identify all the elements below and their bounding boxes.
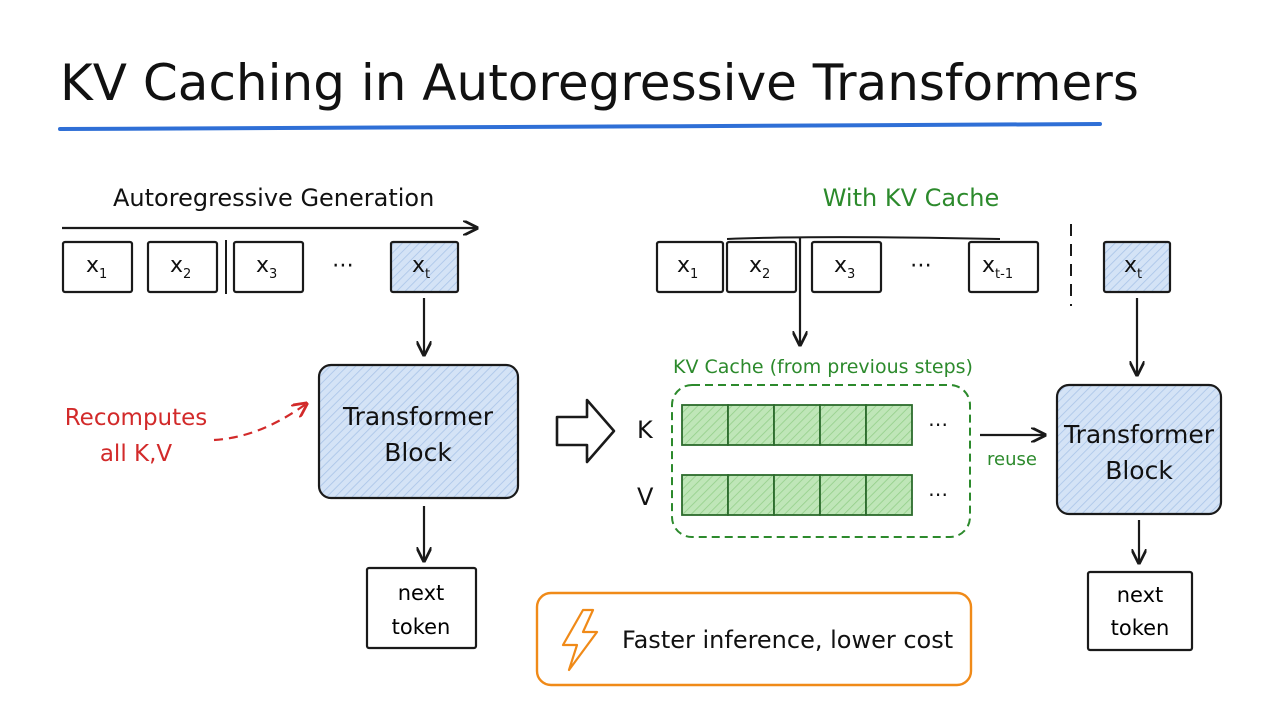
right-token-x3-label: x3 — [834, 253, 855, 282]
right-block-line2: Block — [1105, 456, 1173, 485]
page-title: KV Caching in Autoregressive Transformer… — [60, 54, 1139, 112]
left-token-x3: x3 — [232, 240, 305, 294]
left-token-x1-label: x1 — [86, 253, 107, 282]
right-token-x2-label: x2 — [749, 253, 770, 282]
right-token-x3: x3 — [810, 240, 883, 294]
right-block-line1: Transformer — [1063, 420, 1215, 449]
right-next-token-line2: token — [1111, 616, 1170, 640]
cache-label: KV Cache (from previous steps) — [673, 356, 973, 378]
title-underline — [58, 122, 1102, 131]
recompute-annotation-line2: all K,V — [100, 441, 173, 467]
k-label: K — [637, 416, 654, 444]
left-token-x2-label: x2 — [170, 253, 191, 282]
kv-cache: ⋯ ⋯ — [671, 384, 971, 538]
k-cache-row: ⋯ — [681, 404, 948, 446]
right-token-xt-label: xt — [1124, 253, 1142, 282]
right-next-token-line1: next — [1117, 583, 1164, 607]
left-next-token: next token — [365, 566, 478, 650]
right-token-xt-1: xt-1 — [967, 240, 1040, 294]
benefit-callout: Faster inference, lower cost — [535, 591, 973, 687]
left-token-sequence: x1 x2 x3 ⋯ xt — [61, 240, 460, 294]
left-token-xt: xt — [389, 240, 460, 294]
left-block-line1: Transformer — [342, 402, 494, 431]
left-transformer-block: Transformer Block — [317, 363, 520, 500]
left-token-xt-label: xt — [412, 253, 430, 282]
left-next-token-line2: token — [392, 615, 451, 639]
left-token-x1: x1 — [61, 240, 134, 294]
k-cache-ellipsis: ⋯ — [928, 412, 948, 436]
right-token-x1: x1 — [655, 240, 725, 294]
right-token-xt-1-label: xt-1 — [982, 253, 1013, 282]
callout-text: Faster inference, lower cost — [622, 626, 953, 654]
left-token-ellipsis: ⋯ — [332, 253, 354, 278]
right-token-sequence: x1 x2 x3 ⋯ xt-1 xt — [655, 224, 1172, 306]
lightning-bolt-icon — [561, 608, 599, 672]
reuse-label: reuse — [987, 449, 1037, 470]
right-token-ellipsis: ⋯ — [910, 253, 932, 278]
v-cache-ellipsis: ⋯ — [928, 482, 948, 506]
transition-arrow-icon — [555, 398, 616, 464]
right-heading: With KV Cache — [823, 184, 1000, 212]
left-block-line2: Block — [384, 438, 452, 467]
right-token-xt: xt — [1102, 240, 1172, 294]
left-next-token-line1: next — [398, 581, 445, 605]
v-label: V — [637, 483, 654, 511]
right-token-x1-label: x1 — [677, 253, 698, 282]
left-token-x3-label: x3 — [256, 253, 277, 282]
v-cache-row: ⋯ — [681, 474, 948, 516]
right-token-x2: x2 — [725, 240, 798, 294]
left-heading: Autoregressive Generation — [113, 184, 434, 212]
recompute-annotation-line1: Recomputes — [65, 405, 208, 431]
right-transformer-block: Transformer Block — [1055, 383, 1223, 516]
cache-bracket-line — [726, 236, 1001, 240]
right-next-token: next token — [1086, 570, 1194, 652]
left-token-x2: x2 — [146, 240, 219, 294]
recompute-arrow — [213, 404, 306, 442]
